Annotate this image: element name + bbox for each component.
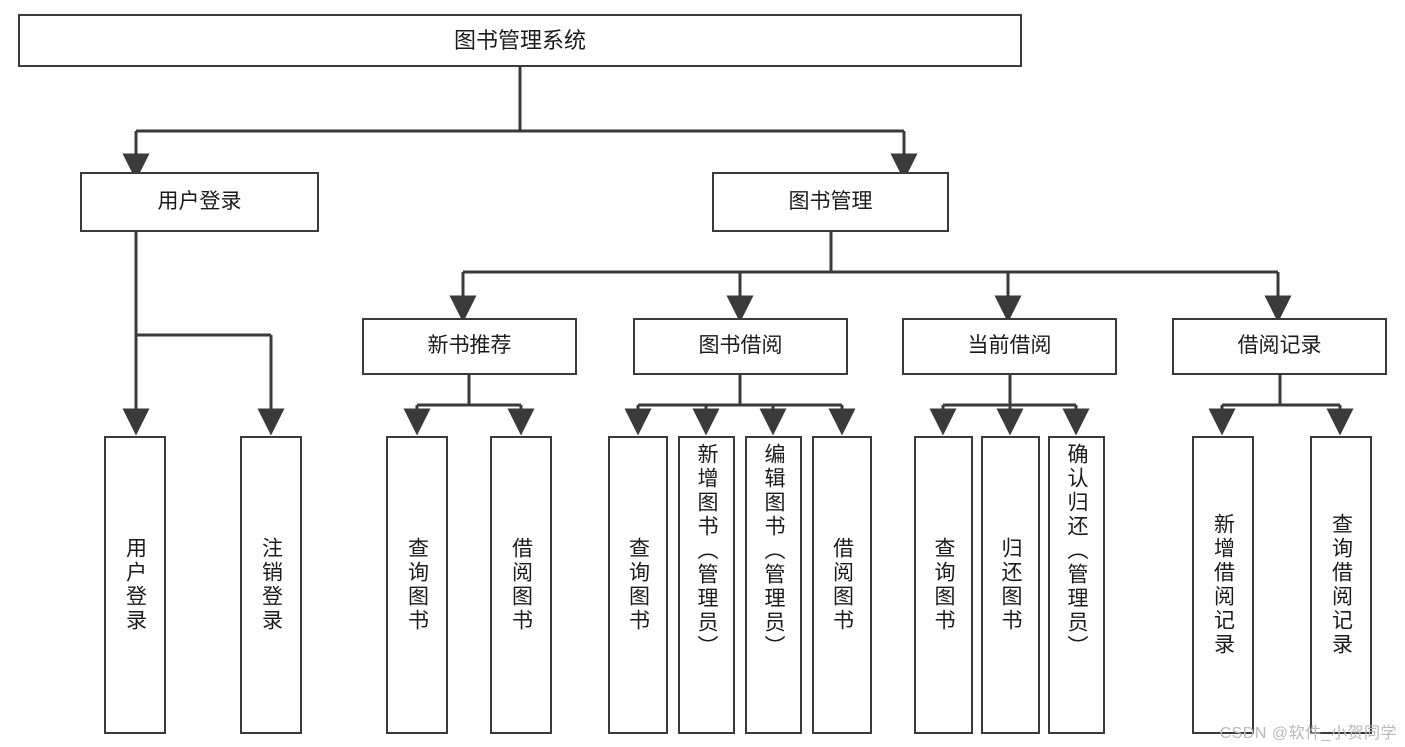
leaf-borrow-book-2[interactable]: 借阅图书 [812,436,872,734]
node-current-borrow[interactable]: 当前借阅 [902,318,1117,375]
leaf-edit-book[interactable]: 编辑图书（管理员） [745,436,802,734]
node-label: 查询图书 [932,537,955,633]
node-label: 注销登录 [259,537,283,633]
node-label: 新增图书（管理员） [695,443,718,659]
node-label: 借阅记录 [1237,334,1322,358]
node-borrow-record[interactable]: 借阅记录 [1172,318,1387,375]
node-label: 确认归还（管理员） [1065,443,1088,659]
node-user-login[interactable]: 用户登录 [80,172,319,232]
node-label: 新书推荐 [427,334,512,358]
leaf-borrow-book-1[interactable]: 借阅图书 [490,436,552,734]
node-label: 用户登录 [123,537,147,633]
leaf-query-record[interactable]: 查询借阅记录 [1310,436,1372,734]
csdn-watermark: CSDN @软件_小贺同学 [1219,725,1397,742]
node-label: 当前借阅 [967,334,1052,358]
node-root[interactable]: 图书管理系统 [18,14,1022,67]
node-label: 图书借阅 [698,334,783,358]
node-label: 查询图书 [626,537,650,633]
leaf-add-record[interactable]: 新增借阅记录 [1192,436,1254,734]
node-label: 图书管理系统 [453,27,586,53]
leaf-query-book-3[interactable]: 查询图书 [914,436,973,734]
node-label: 归还图书 [999,537,1022,633]
leaf-confirm-return[interactable]: 确认归还（管理员） [1048,436,1105,734]
leaf-return-book[interactable]: 归还图书 [981,436,1040,734]
node-label: 编辑图书（管理员） [762,443,785,659]
leaf-query-book-2[interactable]: 查询图书 [608,436,668,734]
node-label: 借阅图书 [830,537,854,633]
node-label: 新增借阅记录 [1211,513,1235,657]
leaf-logout-login[interactable]: 注销登录 [240,436,302,734]
node-new-book-recommend[interactable]: 新书推荐 [362,318,577,375]
node-label: 查询图书 [405,537,429,633]
leaf-user-login[interactable]: 用户登录 [104,436,166,734]
node-book-management[interactable]: 图书管理 [712,172,949,232]
node-label: 用户登录 [157,189,242,213]
node-label: 查询借阅记录 [1329,513,1353,657]
node-label: 借阅图书 [509,537,533,633]
leaf-add-book[interactable]: 新增图书（管理员） [678,436,735,734]
leaf-query-book-1[interactable]: 查询图书 [386,436,448,734]
node-label: 图书管理 [788,189,873,213]
node-book-borrow[interactable]: 图书借阅 [633,318,848,375]
